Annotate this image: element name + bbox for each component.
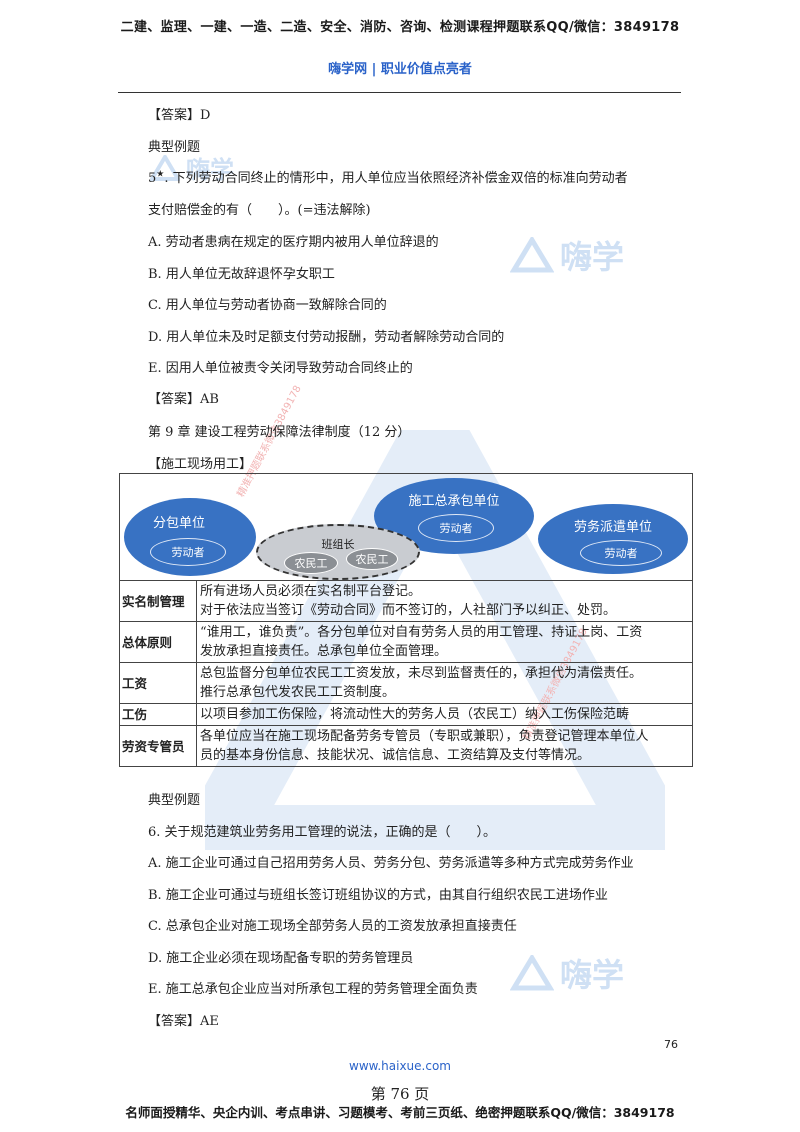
chapter-title: 第 9 章 建设工程劳动保障法律制度（12 分）: [148, 425, 411, 440]
header-contact-line: 二建、监理、一建、一造、二造、安全、消防、咨询、检测课程押题联系QQ/微信：38…: [120, 20, 680, 35]
row-line: 对于依法应当签订《劳动合同》而不签订的，人社部门予以纠正、处罚。: [200, 603, 617, 618]
subcontractor-ellipse: 分包单位 劳动者: [124, 498, 256, 576]
question-6-option-b: B. 施工企业可通过与班组长签订班组协议的方式，由其自行组织农民工进场作业: [148, 888, 608, 903]
watermark-bottom: 嗨学: [510, 950, 624, 996]
question-6-option-a: A. 施工企业可通过自己招用劳务人员、劳务分包、劳务派遣等多种方式完成劳务作业: [148, 856, 634, 871]
table-row: 工资 总包监督分包单位农民工工资发放，未尽到监督责任的，承担代为清偿责任。推行总…: [119, 662, 693, 704]
row-key: 工资: [119, 662, 197, 704]
row-value: “谁用工，谁负责”。各分包单位对自有劳务人员的用工管理、持证上岗、工资发放承担直…: [196, 621, 693, 663]
dispatch-ellipse: 劳务派遣单位 劳动者: [538, 504, 688, 574]
section-title: 【施工现场用工】: [148, 457, 253, 472]
question-5-text: . 下列劳动合同终止的情形中，用人单位应当依照经济补偿金双倍的标准向劳动者: [164, 171, 628, 186]
site-employment-diagram: 分包单位 劳动者 施工总承包单位 劳动者 劳务派遣单位 劳动者 班组长 农民工 …: [119, 473, 693, 581]
row-line: 所有进场人员必须在实名制平台登记。: [200, 584, 422, 599]
team-leader-ellipse: 班组长 农民工 农民工: [256, 524, 420, 580]
question-5-option-a: A. 劳动者患病在规定的医疗期内被用人单位辞退的: [148, 235, 439, 250]
row-line: 以项目参加工伤保险，将流动性大的劳务人员（农民工）纳入工伤保险范畴: [200, 707, 630, 722]
table-row: 工伤 以项目参加工伤保险，将流动性大的劳务人员（农民工）纳入工伤保险范畴: [119, 703, 693, 726]
table-row: 实名制管理 所有进场人员必须在实名制平台登记。对于依法应当签订《劳动合同》而不签…: [119, 580, 693, 622]
watermark-logo-icon: [510, 955, 554, 991]
row-line: 总包监督分包单位农民工工资发放，未尽到监督责任的，承担代为清偿责任。: [200, 666, 643, 681]
watermark-logo-icon: [150, 154, 180, 181]
dispatch-worker: 劳动者: [580, 540, 662, 566]
row-value: 各单位应当在施工现场配备劳务专管员（专职或兼职），负责登记管理本单位人员的基本身…: [196, 725, 693, 767]
watermark-mid: 嗨学: [510, 232, 624, 278]
footer-url[interactable]: www.haixue.com: [349, 1059, 451, 1073]
question-6: 6. 关于规范建筑业劳务用工管理的说法，正确的是（ ）。: [148, 825, 497, 840]
question-5-option-e: E. 因用人单位被责令关闭导致劳动合同终止的: [148, 361, 413, 376]
row-line: 发放承担直接责任。总承包单位全面管理。: [200, 644, 448, 659]
row-key: 工伤: [119, 703, 197, 726]
row-value: 总包监督分包单位农民工工资发放，未尽到监督责任的，承担代为清偿责任。推行总承包代…: [196, 662, 693, 704]
question-5-option-c: C. 用人单位与劳动者协商一致解除合同的: [148, 298, 387, 313]
footer-contact-line: 名师面授精华、央企内训、考点串讲、习题模考、考前三页纸、绝密押题联系QQ/微信：…: [125, 1105, 675, 1120]
table-row: 劳资专管员 各单位应当在施工现场配备劳务专管员（专职或兼职），负责登记管理本单位…: [119, 725, 693, 767]
page-label: 第 76 页: [370, 1085, 430, 1103]
question-5-answer: 【答案】AB: [148, 392, 219, 407]
row-line: 推行总承包代发农民工工资制度。: [200, 685, 396, 700]
row-key: 实名制管理: [119, 580, 197, 622]
watermark-logo-icon: [510, 237, 554, 273]
watermark-text: 嗨学: [186, 156, 234, 184]
row-line: 员的基本身份信息、技能状况、诚信信息、工资结算及支付等情况。: [200, 748, 591, 763]
migrant-worker-2: 农民工: [346, 548, 398, 570]
example-label-2: 典型例题: [148, 793, 201, 808]
row-value: 所有进场人员必须在实名制平台登记。对于依法应当签订《劳动合同》而不签订的，人社部…: [196, 580, 693, 622]
question-5-line-1: 5★. 下列劳动合同终止的情形中，用人单位应当依照经济补偿金双倍的标准向劳动者: [148, 167, 628, 186]
star-icon: ★: [156, 169, 165, 180]
question-5-option-b: B. 用人单位无故辞退怀孕女职工: [148, 267, 335, 282]
header-divider: [118, 92, 681, 93]
prev-answer: 【答案】D: [148, 108, 211, 123]
row-key: 总体原则: [119, 621, 197, 663]
question-6-option-e: E. 施工总承包企业应当对所承包工程的劳务管理全面负责: [148, 982, 478, 997]
general-contractor-label: 施工总承包单位: [408, 494, 500, 509]
watermark-small: 嗨学: [150, 150, 234, 185]
row-line: “谁用工，谁负责”。各分包单位对自有劳务人员的用工管理、持证上岗、工资: [200, 625, 643, 640]
subcontractor-label: 分包单位: [152, 516, 205, 531]
team-leader-label: 班组长: [321, 538, 355, 551]
question-5-number: 5: [148, 171, 157, 186]
migrant-worker-1: 农民工: [284, 552, 338, 574]
site-employment-table: 实名制管理 所有进场人员必须在实名制平台登记。对于依法应当签订《劳动合同》而不签…: [119, 580, 693, 767]
row-line: 各单位应当在施工现场配备劳务专管员（专职或兼职），负责登记管理本单位人: [200, 729, 649, 744]
subcontractor-worker: 劳动者: [150, 538, 226, 566]
header-brand: 嗨学网 | 职业价值点亮者: [328, 62, 472, 77]
question-6-answer: 【答案】AE: [148, 1014, 219, 1029]
example-label-1: 典型例题: [148, 140, 201, 155]
table-row: 总体原则 “谁用工，谁负责”。各分包单位对自有劳务人员的用工管理、持证上岗、工资…: [119, 621, 693, 663]
page-number: 76: [664, 1038, 678, 1051]
general-contractor-worker: 劳动者: [418, 514, 494, 542]
question-6-option-d: D. 施工企业必须在现场配备专职的劳务管理员: [148, 951, 414, 966]
question-5-line-2: 支付赔偿金的有（ ）。(=违法解除): [148, 203, 371, 218]
row-key: 劳资专管员: [119, 725, 197, 767]
question-6-option-c: C. 总承包企业对施工现场全部劳务人员的工资发放承担直接责任: [148, 919, 517, 934]
question-5-option-d: D. 用人单位未及时足额支付劳动报酬，劳动者解除劳动合同的: [148, 330, 505, 345]
watermark-text: 嗨学: [560, 238, 625, 276]
watermark-text: 嗨学: [560, 956, 625, 994]
dispatch-label: 劳务派遣单位: [573, 520, 652, 535]
row-value: 以项目参加工伤保险，将流动性大的劳务人员（农民工）纳入工伤保险范畴: [196, 703, 693, 726]
